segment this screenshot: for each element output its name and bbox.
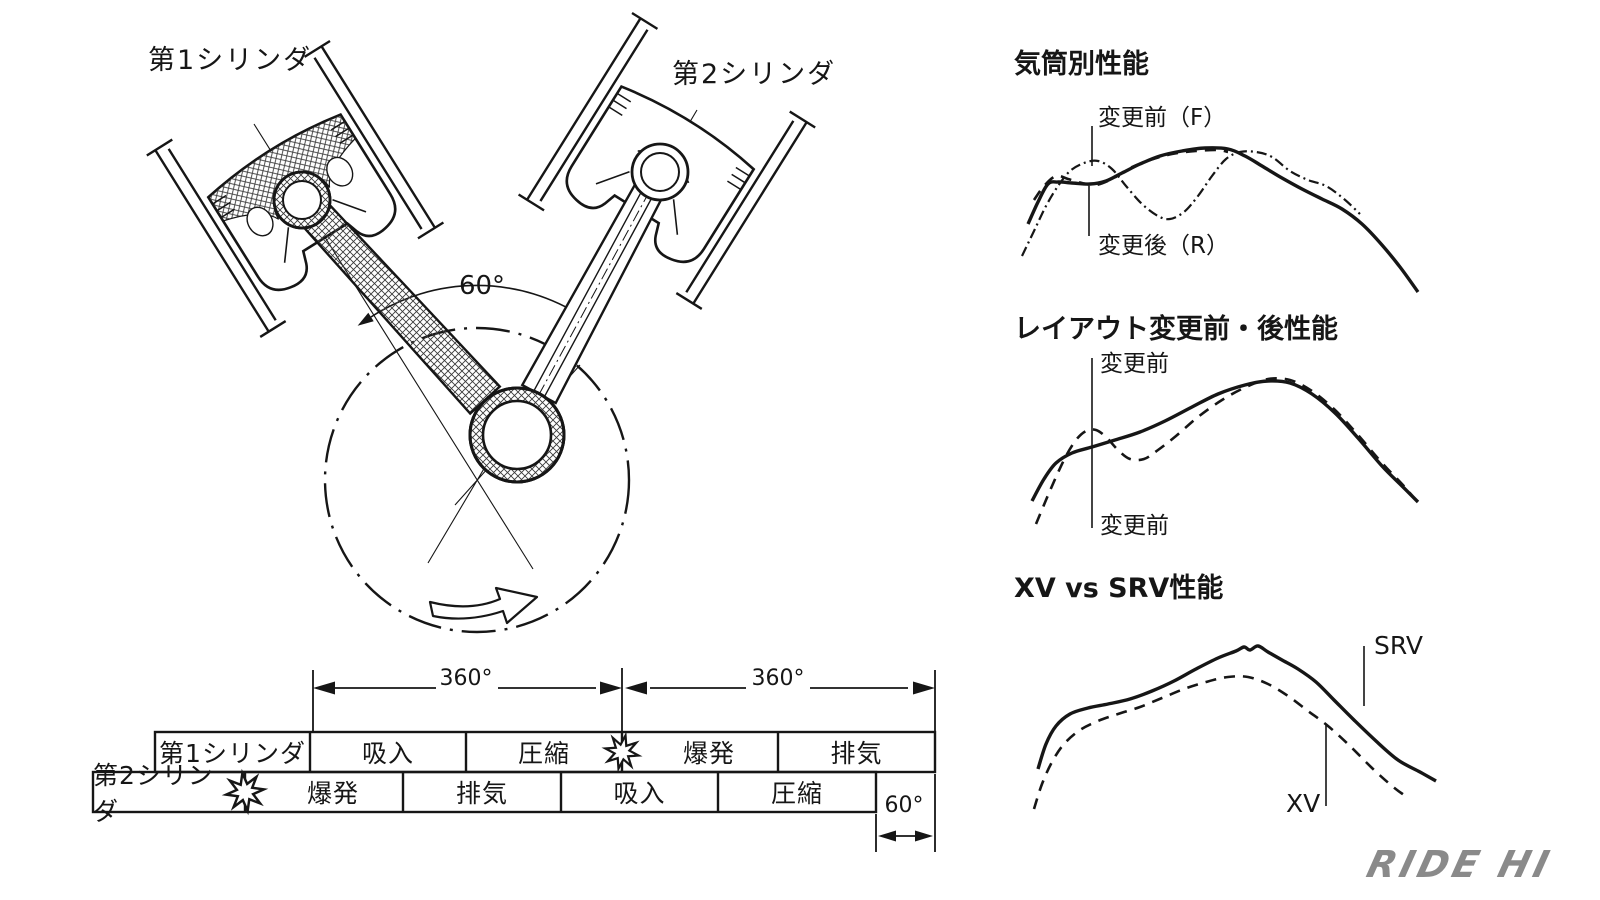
timing-row2-phase-intake: 吸入 xyxy=(613,779,666,808)
crank-pin xyxy=(468,386,566,484)
timing-row1-phase-exhaust: 排気 xyxy=(830,739,883,768)
performance-curves xyxy=(1021,146,1437,810)
wrist-pin-2 xyxy=(630,142,690,202)
wrist-pin-1 xyxy=(272,170,332,230)
spark-icon xyxy=(221,768,269,816)
rotation-arrow-icon xyxy=(428,586,539,625)
chart2-label-bottom: 変更前 xyxy=(1100,513,1169,539)
chart3-label-xv: XV xyxy=(1286,789,1321,818)
chart2-label-top: 変更前 xyxy=(1100,351,1169,377)
timing-row2-phase-compression: 圧縮 xyxy=(770,779,823,808)
dim-360-span2: 360° xyxy=(751,666,805,691)
timing-row1-label: 第1シリンダ xyxy=(159,739,306,768)
curve-c1-dashed xyxy=(1032,148,1229,201)
rod-2-axis xyxy=(516,171,661,436)
timing-row2-label: 第2シリンダ xyxy=(93,761,214,826)
dim-360-span1: 360° xyxy=(439,666,493,691)
curve-c2-solid xyxy=(1030,379,1420,504)
chart-pointer-lines xyxy=(1088,126,1365,806)
cylinder2-label: 第2シリンダ xyxy=(672,59,837,90)
rod-2-shank-lines xyxy=(533,191,653,398)
chart2-title: レイアウト変更前・後性能 xyxy=(1014,314,1338,345)
dimension-arrowheads xyxy=(313,681,935,842)
timing-row2-phase-exhaust: 排気 xyxy=(455,779,508,808)
curve-c3-dashed-xv xyxy=(1032,674,1405,810)
timing-row2-phase-power: 爆発 xyxy=(306,779,359,808)
crank-circle xyxy=(323,326,631,634)
v-angle-label: 60° xyxy=(458,271,506,301)
curve-c1-solid xyxy=(1026,146,1420,293)
spark-icon xyxy=(601,731,643,773)
arc-arrowhead-left-icon xyxy=(357,312,374,326)
dim-60-offset: 60° xyxy=(884,793,924,818)
cylinder1-label: 第1シリンダ xyxy=(148,45,313,76)
chart3-label-srv: SRV xyxy=(1374,631,1423,660)
timing-row1-phase-power: 爆発 xyxy=(682,739,735,768)
chart1-title: 気筒別性能 xyxy=(1014,49,1149,80)
chart3-title: XV vs SRV性能 xyxy=(1014,573,1224,604)
connecting-rod-1 xyxy=(301,201,502,416)
curve-c3-solid-srv xyxy=(1036,644,1437,783)
ride-hi-logo: RIDE HI xyxy=(1362,843,1558,886)
curve-c2-dashed xyxy=(1034,376,1416,525)
curve-c1-dashdot xyxy=(1021,150,1361,257)
engine-diagram xyxy=(146,11,816,634)
chart1-label-after-r: 変更後（R） xyxy=(1098,233,1229,259)
timing-row1-phase-intake: 吸入 xyxy=(361,739,414,768)
timing-row1-phase-compression: 圧縮 xyxy=(517,739,570,768)
chart1-label-before-f: 変更前（F） xyxy=(1098,105,1227,131)
